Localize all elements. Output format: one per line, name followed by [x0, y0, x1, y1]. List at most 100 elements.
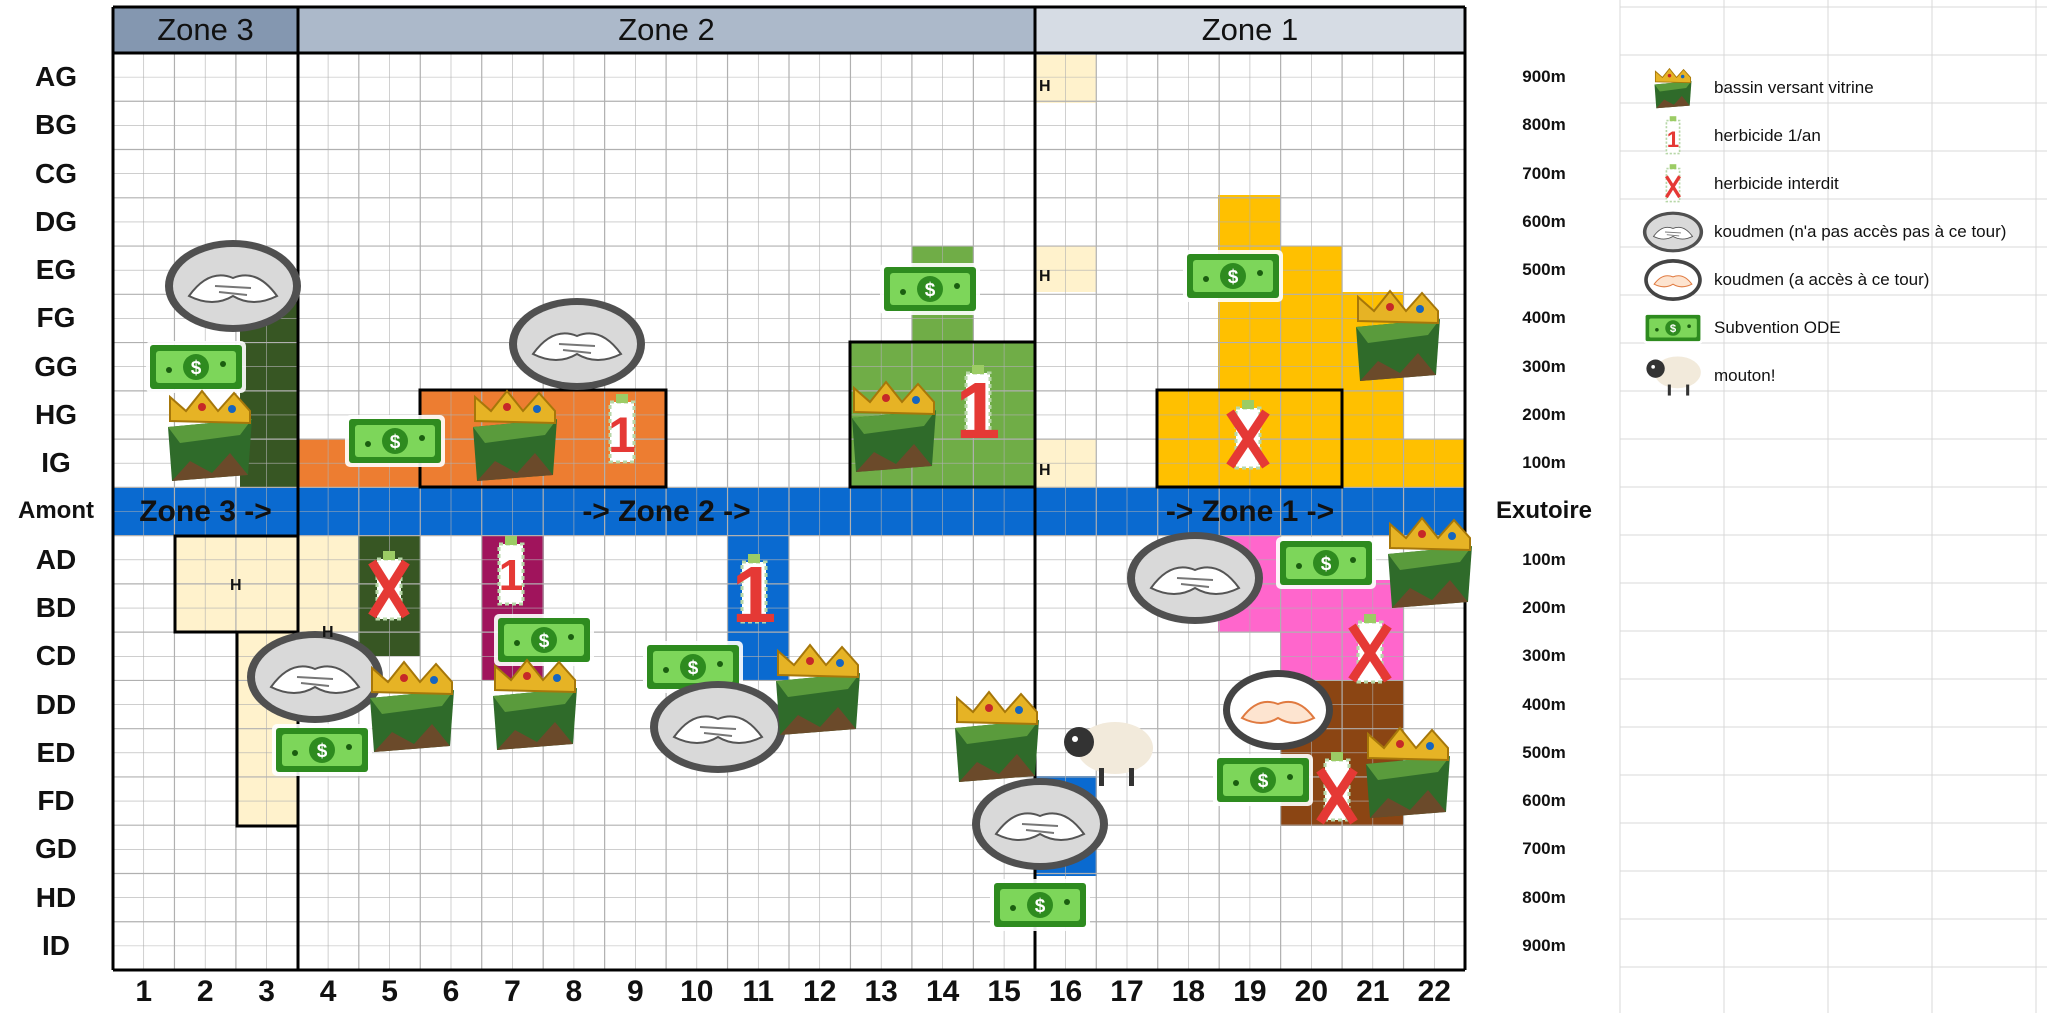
row-label: FD: [0, 777, 112, 825]
column-label: 13: [850, 970, 911, 1013]
handshake-grey-icon: [247, 631, 383, 723]
h-marker: H: [322, 624, 334, 642]
altitude-label: 400m: [1468, 680, 1620, 728]
altitude-label: 500m: [1468, 246, 1620, 294]
handshake-grey-icon: [1127, 532, 1263, 624]
column-label: 2: [174, 970, 235, 1013]
row-label: ED: [0, 729, 112, 777]
legend-item: koudmen (n'a pas accès pas à ce tour): [1640, 208, 2006, 256]
zone-1-header: Zone 1: [1035, 7, 1465, 53]
river-label-zone-3: Zone 3 ->: [113, 487, 298, 536]
h-marker: H: [1039, 78, 1051, 96]
row-label: GG: [0, 343, 112, 391]
altitude-label: 400m: [1468, 294, 1620, 342]
sheep-icon: [1640, 356, 1706, 396]
banknote-icon: [272, 724, 372, 776]
zone-3-header: Zone 3: [113, 7, 298, 53]
row-label: CG: [0, 150, 112, 198]
banknote-icon: [1276, 537, 1376, 589]
row-label: EG: [0, 246, 112, 294]
altitude-label: 900m: [1468, 922, 1620, 970]
altitude-label: 100m: [1468, 536, 1620, 584]
row-label: FG: [0, 294, 112, 342]
altitude-label: 800m: [1468, 101, 1620, 149]
legend-item: Subvention ODE: [1640, 304, 1841, 352]
altitude-label: 200m: [1468, 584, 1620, 632]
row-label: GD: [0, 825, 112, 873]
column-label: 19: [1219, 970, 1280, 1013]
column-label: 16: [1035, 970, 1096, 1013]
altitude-label: 300m: [1468, 343, 1620, 391]
banknote-icon: [494, 614, 594, 666]
herbicide-number-mark: 1: [499, 551, 523, 600]
column-label: 3: [236, 970, 297, 1013]
column-label: 11: [728, 970, 789, 1013]
row-label: BD: [0, 584, 112, 632]
legend-label: mouton!: [1714, 366, 1775, 386]
column-label: 1: [113, 970, 174, 1013]
h-marker: H: [1039, 462, 1051, 480]
altitude-label: 200m: [1468, 391, 1620, 439]
altitude-label: 600m: [1468, 198, 1620, 246]
herbicide-number-mark: 1: [732, 550, 777, 639]
column-label: 18: [1158, 970, 1219, 1013]
legend-label: herbicide interdit: [1714, 174, 1839, 194]
column-label: 20: [1281, 970, 1342, 1013]
legend-label: bassin versant vitrine: [1714, 78, 1874, 98]
column-label: 5: [359, 970, 420, 1013]
row-label: AG: [0, 53, 112, 101]
legend-item: 1 herbicide 1/an: [1640, 112, 1821, 160]
legend-item: bassin versant vitrine: [1640, 64, 1874, 112]
column-label: 15: [973, 970, 1034, 1013]
row-label: AD: [0, 536, 112, 584]
row-label: HG: [0, 391, 112, 439]
row-label: IG: [0, 439, 112, 487]
h-marker: H: [1039, 268, 1051, 286]
column-label: 7: [482, 970, 543, 1013]
crown-watershed-icon: [1640, 68, 1706, 108]
altitude-label: 800m: [1468, 873, 1620, 921]
column-label: 9: [605, 970, 666, 1013]
row-label: HD: [0, 873, 112, 921]
legend-item: herbicide interdit: [1640, 160, 1839, 208]
banknote-icon: [1213, 754, 1313, 806]
handshake-grey-icon: [1640, 212, 1706, 252]
altitude-label: 700m: [1468, 150, 1620, 198]
row-label: ID: [0, 922, 112, 970]
handshake-color-icon: [1223, 670, 1333, 750]
column-label: 22: [1404, 970, 1465, 1013]
river-label-zone-2: -> Zone 2 ->: [298, 487, 1035, 536]
legend-item: mouton!: [1640, 352, 1775, 400]
svg-text:1: 1: [1667, 127, 1679, 152]
row-label: DG: [0, 198, 112, 246]
column-label: 6: [420, 970, 481, 1013]
row-label: BG: [0, 101, 112, 149]
legend-item: koudmen (a accès à ce tour): [1640, 256, 1929, 304]
column-label: 17: [1096, 970, 1157, 1013]
banknote-icon: [345, 415, 445, 467]
handshake-grey-icon: [972, 778, 1108, 870]
herbicide-forbidden-icon: [1640, 164, 1706, 204]
row-label: DD: [0, 680, 112, 728]
banknote-icon: [990, 879, 1090, 931]
altitude-label: 500m: [1468, 729, 1620, 777]
altitude-label: 900m: [1468, 53, 1620, 101]
legend-label: herbicide 1/an: [1714, 126, 1821, 146]
column-label: 14: [912, 970, 973, 1013]
banknote-icon: [146, 341, 246, 393]
banknote-icon: [1183, 250, 1283, 302]
legend-label: koudmen (n'a pas accès pas à ce tour): [1714, 222, 2006, 242]
column-label: 10: [666, 970, 727, 1013]
river-label-zone-1: -> Zone 1 ->: [1035, 487, 1465, 536]
handshake-grey-icon: [165, 240, 301, 332]
handshake-color-icon: [1640, 260, 1706, 300]
h-marker: H: [230, 577, 242, 595]
column-label: 8: [543, 970, 604, 1013]
altitude-label: 300m: [1468, 632, 1620, 680]
banknote-icon: [1640, 308, 1706, 348]
herbicide-number-mark: 1: [956, 366, 1001, 455]
zone-2-header: Zone 2: [298, 7, 1035, 53]
exutoire-label: Exutoire: [1468, 487, 1620, 535]
legend-label: koudmen (a accès à ce tour): [1714, 270, 1929, 290]
herbicide-number-mark: 1: [608, 407, 636, 463]
